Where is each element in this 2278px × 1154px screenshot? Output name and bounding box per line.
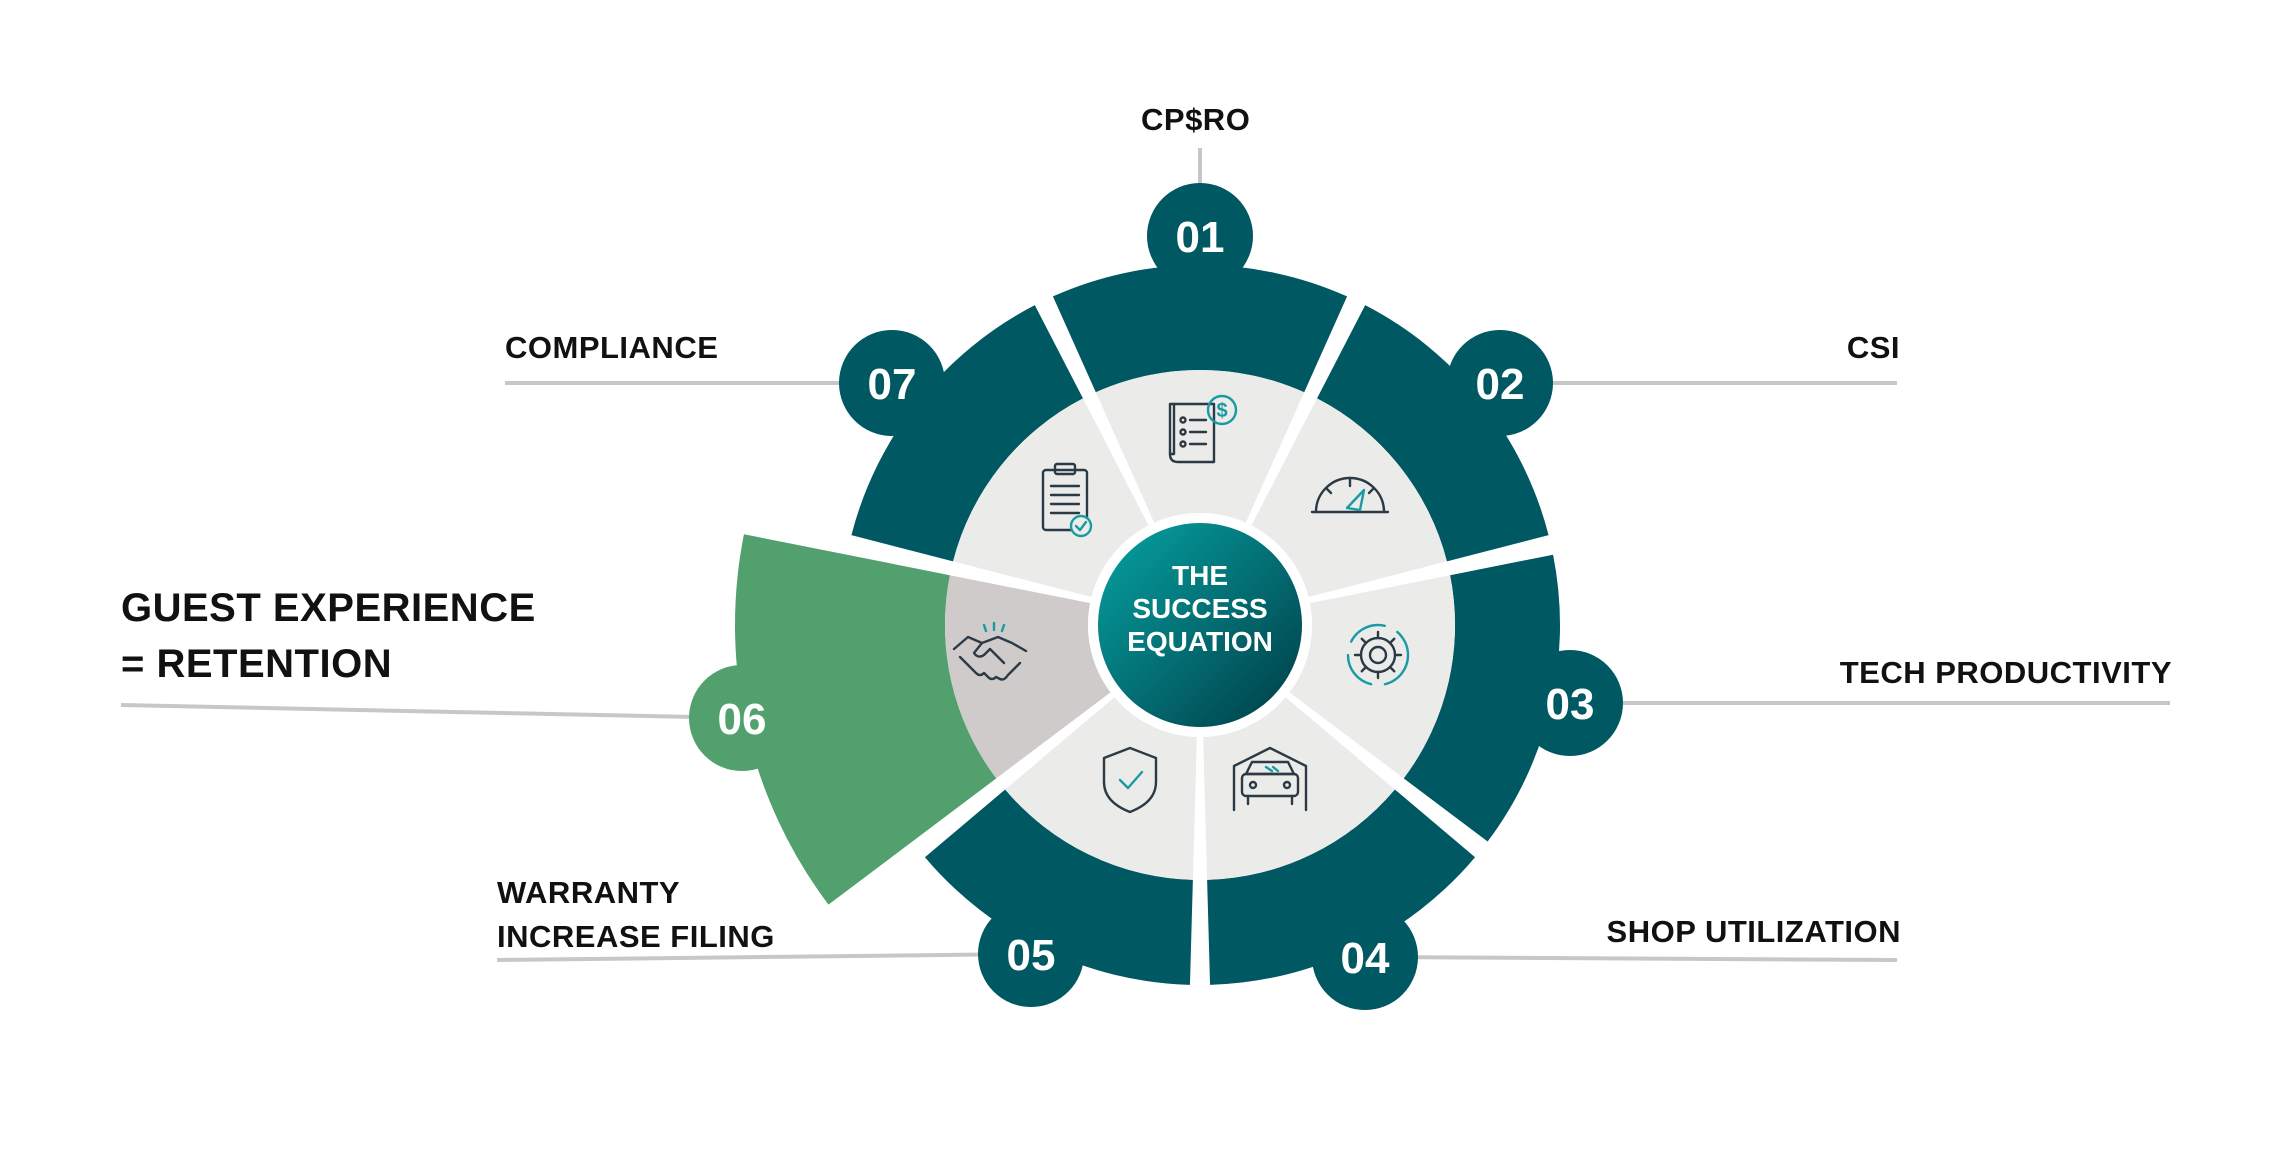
segment-number: 05	[1007, 931, 1056, 980]
invoice-dollar-icon: $	[1168, 394, 1238, 464]
outer-segment-07	[851, 305, 1083, 562]
number-badge-01: 01	[1147, 183, 1253, 289]
speedometer-icon	[1310, 476, 1390, 514]
segment-number: 06	[718, 695, 767, 744]
outer-segment-05	[924, 789, 1193, 985]
outer-segment-02	[1317, 305, 1549, 562]
clipboard-check-icon	[1041, 462, 1093, 538]
connector-line-06	[120, 703, 743, 720]
segment-number: 02	[1476, 360, 1525, 409]
outer-segment-06	[735, 534, 997, 905]
connector-line-04	[1364, 955, 1898, 962]
handshake-icon	[952, 621, 1028, 681]
inner-segment-07	[953, 398, 1149, 598]
label-csi: CSI	[1846, 330, 1900, 365]
inner-segment-01	[1095, 370, 1305, 523]
outer-segment-03	[1403, 554, 1560, 842]
number-badge-06: 06	[689, 665, 795, 771]
center-title-line-1: THE	[1172, 560, 1228, 591]
connector-line-05	[496, 952, 1032, 962]
label-shop-utilization: SHOP UTILIZATION	[1606, 914, 1901, 949]
svg-text:$: $	[1216, 400, 1227, 422]
center-hub: THE SUCCESS EQUATION	[1088, 513, 1312, 737]
number-badge-03: 03	[1517, 650, 1623, 756]
number-badge-04: 04	[1312, 904, 1418, 1010]
gear-cycle-icon	[1346, 623, 1410, 687]
number-badge-05: 05	[978, 901, 1084, 1007]
number-badge-07: 07	[839, 330, 945, 436]
center-title-line-3: EQUATION	[1127, 626, 1273, 657]
label-cpsro: CP$RO	[1141, 102, 1251, 137]
number-badge-02: 02	[1447, 330, 1553, 436]
car-garage-icon	[1232, 746, 1308, 812]
label-tech-productivity: TECH PRODUCTIVITY	[1839, 655, 2172, 690]
segment-number: 07	[868, 360, 917, 409]
inner-segment-06	[944, 575, 1111, 779]
inner-segment-03	[1289, 575, 1455, 779]
outer-segment-01	[1052, 265, 1348, 393]
label-warranty-increase-filing: WARRANTY INCREASE FILING	[497, 875, 775, 954]
segment-number: 01	[1176, 213, 1225, 262]
outer-segment-04	[1207, 789, 1476, 985]
label-guest-experience-retention: GUEST EXPERIENCE = RETENTION	[121, 586, 536, 686]
segment-number: 03	[1546, 680, 1595, 729]
center-title-line-2: SUCCESS	[1132, 593, 1267, 624]
label-compliance: COMPLIANCE	[505, 330, 719, 365]
inner-segment-02	[1251, 398, 1447, 598]
shield-check-icon	[1102, 746, 1158, 814]
segment-number: 04	[1341, 934, 1390, 983]
inner-segment-05	[1005, 697, 1197, 880]
